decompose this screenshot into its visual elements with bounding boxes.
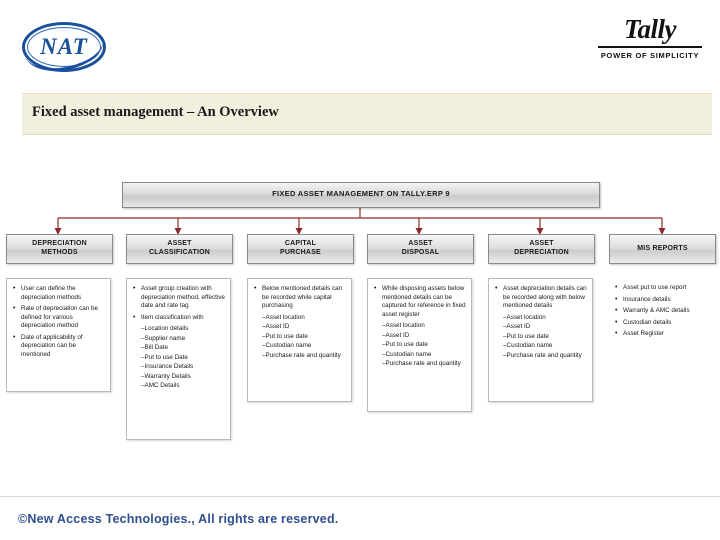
list-item: Asset Register xyxy=(614,329,709,339)
list-item: Date of applicability of depreciation ca… xyxy=(12,333,105,360)
list-item: Location details xyxy=(132,325,225,334)
list-item: Custodian name xyxy=(373,351,466,360)
list-item: Purchase rate and quantity xyxy=(373,360,466,369)
list-item: Purchase rate and quantity xyxy=(253,352,346,361)
list-item: Supplier name xyxy=(132,335,225,344)
column-body-list: Asset depreciation details can be record… xyxy=(494,284,587,361)
column-body-depreciation-methods: User can define the depreciation methods… xyxy=(6,278,111,392)
list-item: Warranty & AMC details xyxy=(614,306,709,316)
list-item: Put to use date xyxy=(253,333,346,342)
list-item: Bill Date xyxy=(132,344,225,353)
title-band: Fixed asset management – An Overview xyxy=(22,93,712,135)
footer-divider xyxy=(0,496,720,497)
list-item: Below mentioned details can be recorded … xyxy=(253,284,346,311)
nat-logo-text: NAT xyxy=(40,34,88,59)
list-item: Custodian name xyxy=(253,342,346,351)
list-item: Purchase rate and quantity xyxy=(494,352,587,361)
page-title: Fixed asset management – An Overview xyxy=(32,104,279,120)
nat-logo-ellipse xyxy=(22,22,106,72)
column-head-mis-reports: MIS REPORTS xyxy=(609,234,716,264)
diagram-root-label: FIXED ASSET MANAGEMENT ON TALLY.ERP 9 xyxy=(272,189,450,198)
column-body-list: Asset put to use report Insurance detail… xyxy=(614,283,709,339)
column-body-mis-reports: Asset put to use report Insurance detail… xyxy=(609,278,714,354)
column-body-list: While disposing assets below mentioned d… xyxy=(373,284,466,369)
tally-logo-tagline: POWER OF SIMPLICITY xyxy=(600,51,700,60)
tally-logo: Tally POWER OF SIMPLICITY xyxy=(598,16,702,60)
column-body-asset-disposal: While disposing assets below mentioned d… xyxy=(367,278,472,412)
list-item: Asset location xyxy=(373,322,466,331)
list-item: Asset location xyxy=(253,314,346,323)
column-body-capital-purchase: Below mentioned details can be recorded … xyxy=(247,278,352,402)
list-item: Asset ID xyxy=(373,332,466,341)
column-head-label: MIS REPORTS xyxy=(637,244,688,252)
list-item: Asset depreciation details can be record… xyxy=(494,284,587,311)
list-item: Item classification with xyxy=(132,313,225,323)
list-item: Warranty Details xyxy=(132,373,225,382)
column-body-asset-depreciation: Asset depreciation details can be record… xyxy=(488,278,593,402)
list-item: Put to use date xyxy=(494,333,587,342)
diagram-root-box: FIXED ASSET MANAGEMENT ON TALLY.ERP 9 xyxy=(122,182,600,208)
list-item: Rate of depreciation can be defined for … xyxy=(12,304,105,331)
list-item: User can define the depreciation methods xyxy=(12,284,105,302)
diagram-connectors xyxy=(54,206,666,235)
fixed-asset-management-diagram: FIXED ASSET MANAGEMENT ON TALLY.ERP 9 DE… xyxy=(0,160,720,460)
nat-logo-ellipse-inner xyxy=(27,27,101,67)
nat-logo: NAT xyxy=(20,16,108,78)
list-item: Put to use date xyxy=(373,341,466,350)
column-body-list: Asset group creation with depreciation m… xyxy=(132,284,225,391)
list-item: Asset ID xyxy=(253,323,346,332)
column-body-list: User can define the depreciation methods… xyxy=(12,284,105,360)
footer-copyright: ©New Access Technologies., All rights ar… xyxy=(18,512,339,526)
list-item: While disposing assets below mentioned d… xyxy=(373,284,466,319)
list-item: Custodian name xyxy=(494,342,587,351)
list-item: AMC Details xyxy=(132,382,225,391)
list-item: Put to use Date xyxy=(132,354,225,363)
list-item: Asset location xyxy=(494,314,587,323)
list-item: Asset ID xyxy=(494,323,587,332)
tally-logo-text: Tally xyxy=(623,14,677,44)
column-body-asset-classification: Asset group creation with depreciation m… xyxy=(126,278,231,440)
list-item: Asset group creation with depreciation m… xyxy=(132,284,225,311)
tally-logo-rule xyxy=(598,46,702,48)
list-item: Insurance details xyxy=(614,295,709,305)
column-body-list: Below mentioned details can be recorded … xyxy=(253,284,346,361)
list-item: Asset put to use report xyxy=(614,283,709,293)
list-item: Custodian details xyxy=(614,318,709,328)
list-item: Insurance Details xyxy=(132,363,225,372)
